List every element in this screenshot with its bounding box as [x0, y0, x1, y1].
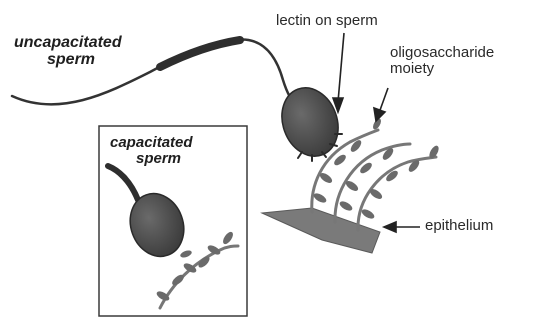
lectin-label: lectin on sperm: [276, 13, 378, 29]
uncapacitated-sperm-midpiece: [160, 40, 240, 67]
oligosaccharide-label-line1: oligosaccharide: [390, 45, 494, 61]
oligosaccharide-arrow: [379, 88, 388, 113]
capacitated-label-line1: capacitated: [110, 135, 193, 151]
uncapacitated-label: uncapacitated sperm: [14, 35, 122, 69]
epithelium-label: epithelium: [425, 218, 493, 234]
epithelium-base: [262, 208, 380, 253]
oligosaccharide-label-line2: moiety: [390, 61, 494, 77]
capacitated-label: capacitated sperm: [110, 135, 193, 167]
oligosaccharide-label: oligosaccharide moiety: [390, 45, 494, 77]
capacitated-label-line2: sperm: [110, 151, 193, 167]
lectin-arrow: [338, 33, 344, 102]
uncapacitated-label-line1: uncapacitated: [14, 35, 122, 52]
uncapacitated-label-line2: sperm: [14, 52, 122, 69]
